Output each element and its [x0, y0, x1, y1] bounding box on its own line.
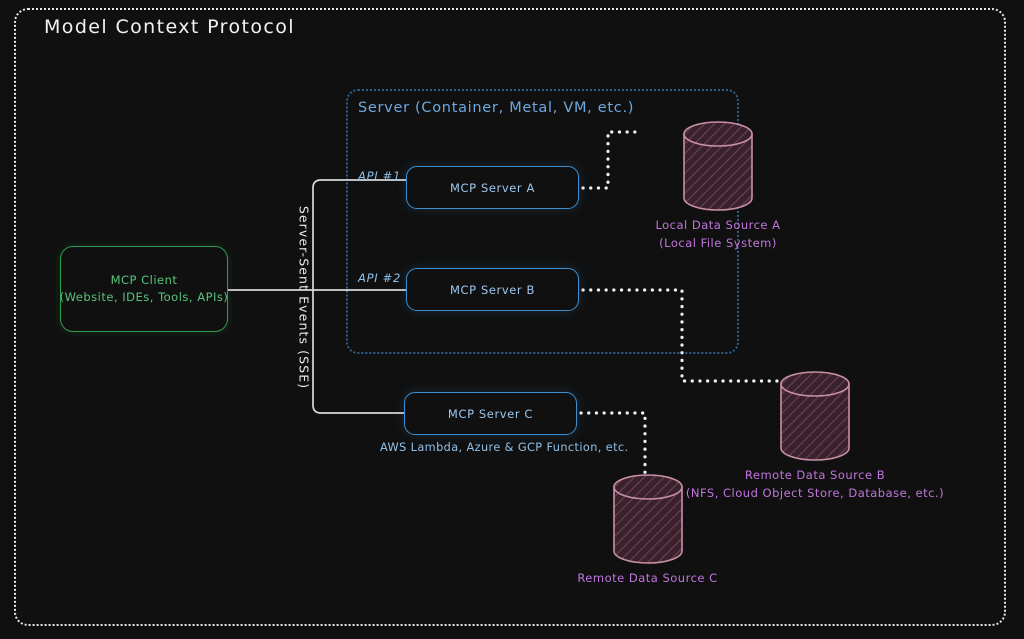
- mcp-server-c-caption: AWS Lambda, Azure & GCP Function, etc.: [380, 441, 629, 454]
- database-cylinder-icon: [683, 121, 753, 211]
- mcp-client-subtitle: (Website, IDEs, Tools, APIs): [59, 290, 229, 304]
- remote-data-source-b-group: Remote Data Source B (NFS, Cloud Object …: [640, 370, 990, 503]
- ds-b-line2: (NFS, Cloud Object Store, Database, etc.…: [685, 485, 945, 500]
- mcp-server-c-label: MCP Server C: [447, 406, 534, 421]
- remote-data-source-b-label: Remote Data Source B (NFS, Cloud Object …: [640, 467, 990, 503]
- mcp-client-box[interactable]: MCP Client (Website, IDEs, Tools, APIs): [60, 246, 228, 332]
- remote-data-source-c-group: Remote Data Source C: [475, 473, 820, 588]
- ds-b-line1: Remote Data Source B: [744, 468, 886, 482]
- remote-data-source-c-label: Remote Data Source C: [475, 570, 820, 588]
- local-data-source-a-label: Local Data Source A (Local File System): [558, 217, 878, 253]
- sse-transport-label: Server-Sent Events (SSE): [296, 205, 312, 390]
- server-container-label: Server (Container, Metal, VM, etc.): [358, 100, 635, 116]
- mcp-server-a-label: MCP Server A: [450, 180, 535, 195]
- mcp-server-b-label: MCP Server B: [450, 282, 535, 297]
- mcp-server-c-box[interactable]: MCP Server C: [404, 392, 577, 435]
- mcp-server-a-box[interactable]: MCP Server A: [406, 166, 579, 209]
- ds-a-line2: (Local File System): [659, 235, 777, 250]
- ds-c-line1: Remote Data Source C: [577, 571, 718, 585]
- page-title: Model Context Protocol: [44, 16, 295, 38]
- api-label-1: API #1: [358, 169, 402, 183]
- database-cylinder-icon: [612, 474, 683, 564]
- local-data-source-a-group: Local Data Source A (Local File System): [558, 120, 878, 253]
- mcp-client-title: MCP Client: [110, 272, 178, 287]
- mcp-server-b-box[interactable]: MCP Server B: [406, 268, 579, 311]
- database-cylinder-icon: [780, 371, 850, 461]
- ds-a-line1: Local Data Source A: [655, 218, 781, 232]
- api-label-2: API #2: [358, 271, 402, 285]
